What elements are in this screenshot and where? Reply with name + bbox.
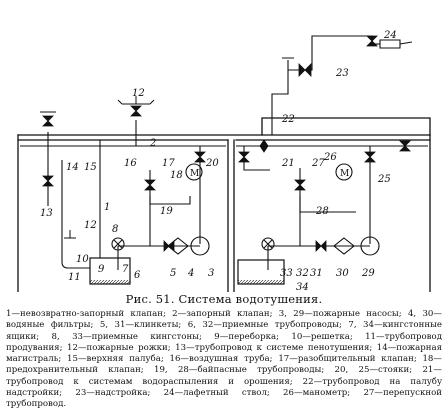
label-3: 3 [208, 268, 214, 279]
valve-icon [144, 179, 156, 191]
valve-icon [366, 35, 378, 47]
valve-icon [364, 151, 376, 163]
label-29: 29 [361, 268, 375, 279]
fire-extinguishing-system-diagram: M M 1 2 3 4 5 6 7 8 9 10 11 12 12 13 14 … [17, 30, 431, 292]
water-filter-4 [167, 237, 189, 255]
label-1: 1 [104, 202, 110, 213]
label-34: 34 [296, 282, 309, 292]
label-26: 26 [323, 152, 337, 163]
label-2: 2 [149, 138, 156, 149]
pump-discharge-right [299, 168, 370, 247]
blowdown-pipe [61, 160, 90, 269]
figure-caption: Рис. 51. Система водотушения. [125, 292, 323, 306]
bulkhead [227, 139, 235, 292]
label-8: 8 [112, 224, 118, 235]
water-filter-30 [333, 237, 355, 255]
manometer-26 [335, 163, 353, 181]
label-5: 5 [170, 268, 176, 279]
superstructure [261, 117, 431, 136]
label-27: 27 [311, 158, 325, 169]
label-12: 12 [84, 220, 97, 231]
label-16: 16 [124, 158, 137, 169]
valve-icon [298, 63, 312, 77]
label-20: 20 [205, 158, 219, 169]
valve-icon [194, 151, 206, 163]
spray-system-pipe [243, 146, 270, 171]
label-7: 7 [122, 264, 129, 275]
superstructure-hydrant-icon [282, 57, 294, 70]
label-23: 23 [335, 68, 349, 79]
check-valve-icon [42, 115, 54, 127]
label-33: 33 [280, 268, 293, 279]
label-30: 30 [336, 268, 349, 279]
label-13: 13 [40, 208, 53, 219]
fire-pump-3 [190, 236, 210, 256]
hydrant-valve-icon [130, 105, 142, 117]
label-19: 19 [160, 206, 173, 217]
figure-legend: 1—невозвратно-запорный клапан; 2—запорны… [6, 309, 442, 411]
legend-text: 1—невозвратно-запорный клапан; 2—запорны… [6, 309, 442, 410]
label-25: 25 [377, 174, 391, 185]
label-32: 32 [296, 268, 309, 279]
label-17: 17 [162, 158, 175, 169]
upper-deck [17, 134, 431, 141]
manometer-symbol: M [340, 169, 349, 179]
valve-icon [294, 179, 306, 191]
manometer-symbol: M [190, 169, 199, 179]
label-10: 10 [76, 254, 89, 265]
label-15: 15 [84, 162, 97, 173]
kingston-box-hatch [238, 280, 284, 284]
label-28: 28 [315, 206, 329, 217]
hull-outline [17, 134, 431, 292]
label-31: 31 [310, 268, 323, 279]
monitor-nozzle-icon [379, 39, 413, 49]
check-valve-icon [42, 175, 54, 187]
label-14: 14 [66, 162, 79, 173]
label-12: 12 [132, 88, 145, 99]
manometer-left [185, 163, 203, 181]
label-22: 22 [281, 114, 295, 125]
pump-discharge-left [149, 170, 200, 247]
fire-hydrant-icon [64, 230, 76, 239]
kingston-box-hatch [90, 280, 130, 284]
sea-valve-cross [113, 239, 273, 249]
valve-icon [238, 151, 250, 163]
sea-valve-33 [261, 237, 275, 251]
fire-hydrant-icon [117, 96, 155, 105]
valve-icon [259, 139, 269, 153]
label-21: 21 [281, 158, 295, 169]
clinket-icon [315, 240, 327, 252]
label-6: 6 [134, 270, 141, 281]
label-4: 4 [187, 268, 194, 279]
bypass-19 [149, 196, 191, 205]
sea-valve-8 [111, 237, 125, 251]
label-11: 11 [68, 272, 81, 283]
label-24: 24 [383, 30, 397, 41]
valve-icon [399, 140, 411, 152]
label-9: 9 [98, 264, 105, 275]
fire-pump-29 [360, 236, 380, 256]
label-18: 18 [170, 170, 183, 181]
